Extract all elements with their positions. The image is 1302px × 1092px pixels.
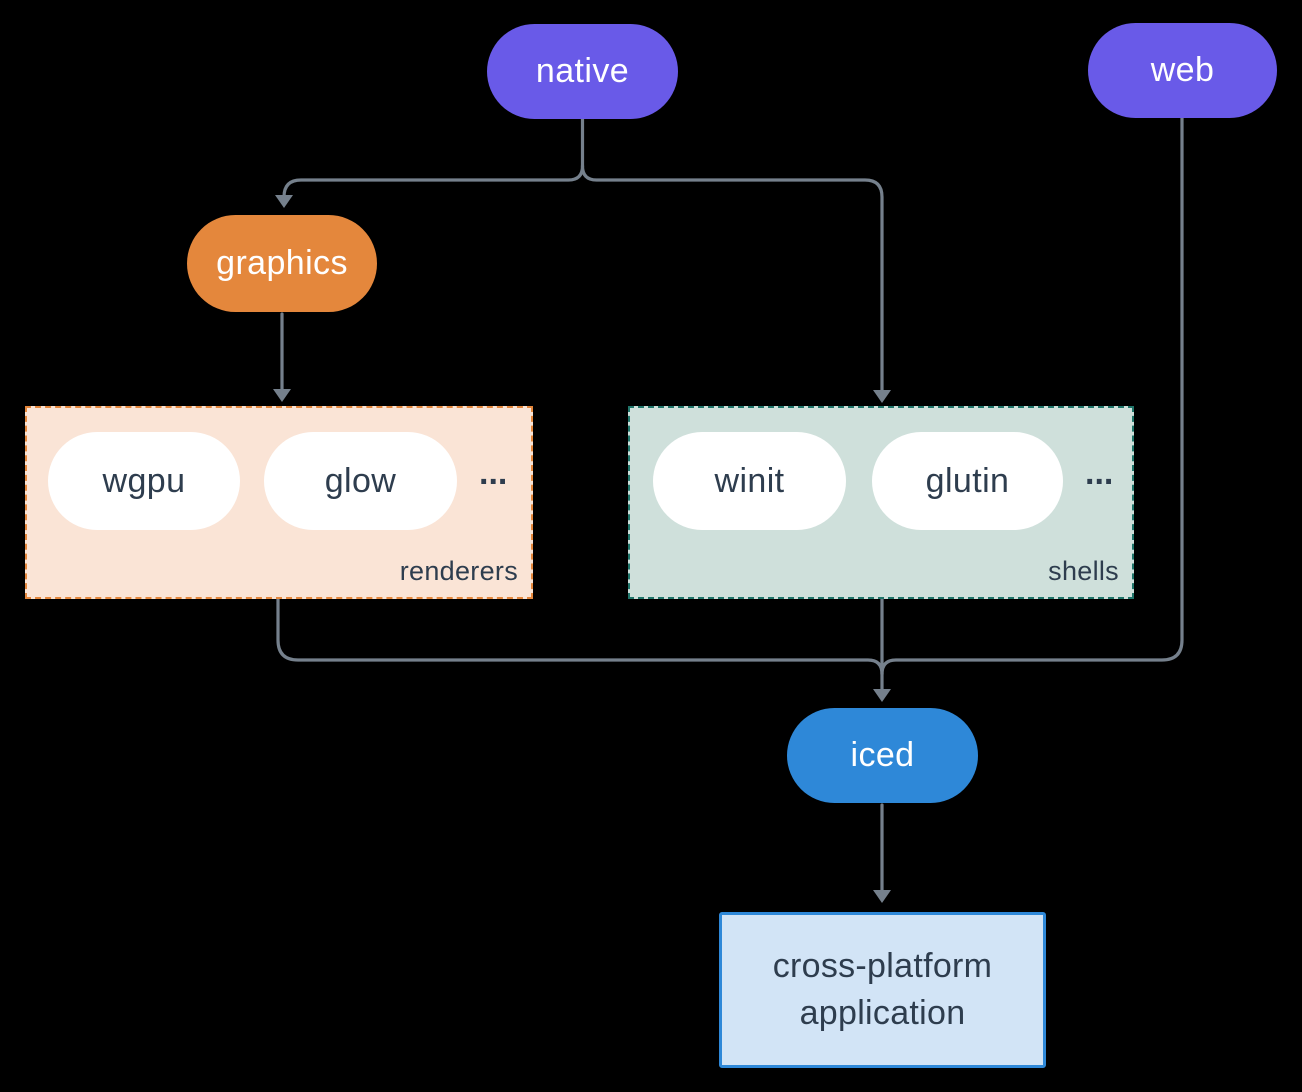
graphics-label: graphics <box>216 244 348 282</box>
application-label-line2: application <box>799 994 966 1032</box>
application-node: cross-platform application <box>719 912 1046 1068</box>
shells-ellipsis: ... <box>1085 454 1114 492</box>
shells-group: winit glutin ... shells <box>628 406 1134 599</box>
arrowhead-application <box>873 890 891 903</box>
edge-renderers-iced <box>276 597 884 676</box>
renderers-group-label: renderers <box>399 556 518 586</box>
arrowhead-renderers <box>273 389 291 402</box>
wgpu-label: wgpu <box>102 461 186 500</box>
winit-label: winit <box>714 461 785 500</box>
arrowhead-iced <box>873 689 891 702</box>
winit-node: winit <box>653 432 846 530</box>
glow-node: glow <box>264 432 457 530</box>
glow-label: glow <box>324 461 397 500</box>
web-node: web <box>1088 23 1277 118</box>
glutin-label: glutin <box>925 461 1010 500</box>
application-label-line1: cross-platform <box>772 947 993 985</box>
iced-label: iced <box>850 736 915 774</box>
arrowhead-graphics <box>275 195 293 208</box>
web-label: web <box>1150 51 1215 89</box>
graphics-node: graphics <box>187 215 377 312</box>
renderers-group: wgpu glow ... renderers <box>25 406 533 599</box>
native-node: native <box>487 24 678 119</box>
shells-group-label: shells <box>1048 556 1119 586</box>
arrowhead-shells <box>873 390 891 403</box>
edge-native-graphics <box>282 164 585 199</box>
iced-node: iced <box>787 708 978 803</box>
renderers-ellipsis: ... <box>479 454 508 492</box>
glutin-node: glutin <box>872 432 1063 530</box>
edge-native-shells <box>580 164 884 393</box>
wgpu-node: wgpu <box>48 432 240 530</box>
native-label: native <box>535 52 630 90</box>
